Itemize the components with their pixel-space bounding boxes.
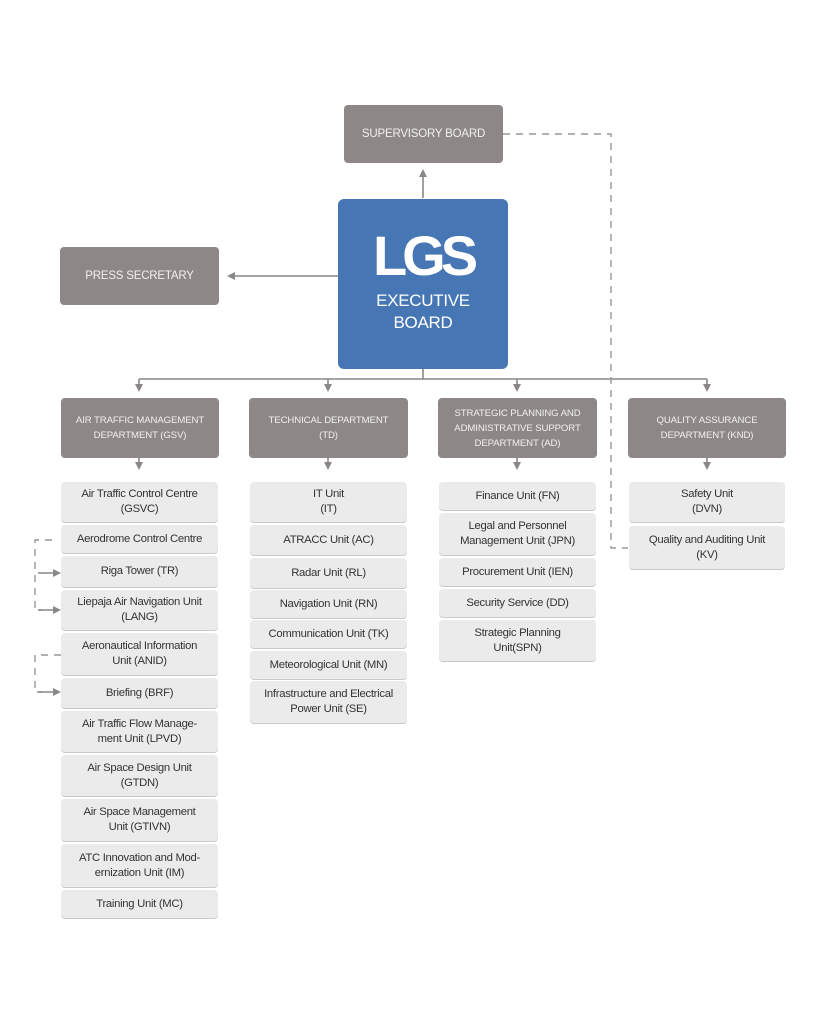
unit-riga-tower[interactable]: Riga Tower (TR) xyxy=(61,556,218,587)
unit-communication[interactable]: Communication Unit (TK) xyxy=(250,620,407,648)
unit-label: Air Space Design Unit (GTDN) xyxy=(87,761,192,789)
press-secretary-label: PRESS SECRETARY xyxy=(85,270,194,282)
unit-label: Safety Unit (DVN) xyxy=(681,488,733,515)
unit-label: Aeronautical Information Unit (ANID) xyxy=(81,640,198,667)
unit-label: Procurement Unit (IEN) xyxy=(462,565,573,578)
unit-strategic-planning[interactable]: Strategic Planning Unit(SPN) xyxy=(439,620,596,661)
unit-label: Strategic Planning Unit(SPN) xyxy=(474,626,561,654)
unit-label: Briefing (BRF) xyxy=(105,686,174,699)
unit-briefing[interactable]: Briefing (BRF) xyxy=(61,678,218,708)
unit-training[interactable]: Training Unit (MC) xyxy=(61,890,218,918)
unit-label: Legal and Personnel Management Unit (JPN… xyxy=(460,520,575,547)
department-quality-assurance[interactable]: QUALITY ASSURANCE DEPARTMENT (KND) xyxy=(628,398,786,458)
supervisory-board-box[interactable]: SUPERVISORY BOARD xyxy=(344,105,503,163)
unit-label: Finance Unit (FN) xyxy=(475,489,560,502)
unit-lpvd[interactable]: Air Traffic Flow Manage- ment Unit (LPVD… xyxy=(61,711,218,752)
department-atm[interactable]: AIR TRAFFIC MANAGEMENT DEPARTMENT (GSV) xyxy=(61,398,219,458)
unit-meteorological[interactable]: Meteorological Unit (MN) xyxy=(250,651,407,679)
unit-procurement[interactable]: Procurement Unit (IEN) xyxy=(439,558,596,586)
unit-label: Security Service (DD) xyxy=(466,596,569,609)
unit-label: Air Space Management Unit (GTIVN) xyxy=(83,806,196,833)
unit-label: Riga Tower (TR) xyxy=(100,565,179,577)
unit-label: Liepaja Air Navigation Unit (LANG) xyxy=(77,596,202,623)
unit-label: Training Unit (MC) xyxy=(96,897,183,910)
unit-finance[interactable]: Finance Unit (FN) xyxy=(439,482,596,510)
unit-lang[interactable]: Liepaja Air Navigation Unit (LANG) xyxy=(61,590,218,630)
lgs-logo: LGS xyxy=(372,224,478,287)
unit-infrastructure[interactable]: Infrastructure and Electrical Power Unit… xyxy=(250,681,407,723)
unit-label: Quality and Auditing Unit (KV) xyxy=(648,533,766,561)
executive-board-title: EXECUTIVE BOARD xyxy=(376,291,470,332)
department-strategic-planning[interactable]: STRATEGIC PLANNING AND ADMINISTRATIVE SU… xyxy=(438,398,597,458)
unit-label: Radar Unit (RL) xyxy=(291,566,366,579)
dashed-anid-to-briefing xyxy=(34,654,61,693)
department-label: QUALITY ASSURANCE DEPARTMENT (KND) xyxy=(656,415,758,441)
unit-label: Navigation Unit (RN) xyxy=(279,597,378,610)
unit-safety[interactable]: Safety Unit (DVN) xyxy=(629,482,785,522)
department-label: TECHNICAL DEPARTMENT (TD) xyxy=(268,415,389,441)
department-label: STRATEGIC PLANNING AND ADMINISTRATIVE SU… xyxy=(454,407,581,449)
dashed-aerodrome-group xyxy=(34,539,52,611)
unit-security-service[interactable]: Security Service (DD) xyxy=(439,589,596,617)
unit-gtivn[interactable]: Air Space Management Unit (GTIVN) xyxy=(61,799,218,841)
unit-label: Communication Unit (TK) xyxy=(268,627,389,640)
unit-label: Meteorological Unit (MN) xyxy=(269,658,388,671)
press-secretary-box[interactable]: PRESS SECRETARY xyxy=(60,247,219,305)
unit-radar[interactable]: Radar Unit (RL) xyxy=(250,558,407,588)
unit-gsvc[interactable]: Air Traffic Control Centre (GSVC) xyxy=(61,482,218,522)
unit-im[interactable]: ATC Innovation and Mod- ernization Unit … xyxy=(61,844,218,887)
unit-aerodrome-control[interactable]: Aerodrome Control Centre xyxy=(61,525,218,553)
unit-label: IT Unit (IT) xyxy=(313,488,344,515)
department-technical[interactable]: TECHNICAL DEPARTMENT (TD) xyxy=(249,398,408,458)
unit-it[interactable]: IT Unit (IT) xyxy=(250,482,407,522)
unit-gtdn[interactable]: Air Space Design Unit (GTDN) xyxy=(61,755,218,796)
executive-board-box[interactable]: LGS EXECUTIVE BOARD xyxy=(338,199,508,369)
unit-label: Air Traffic Control Centre (GSVC) xyxy=(81,488,198,515)
unit-label: ATC Innovation and Mod- ernization Unit … xyxy=(79,851,200,879)
unit-label: Aerodrome Control Centre xyxy=(76,532,203,545)
unit-navigation[interactable]: Navigation Unit (RN) xyxy=(250,590,407,618)
unit-label: Air Traffic Flow Manage- ment Unit (LPVD… xyxy=(81,717,197,745)
unit-anid[interactable]: Aeronautical Information Unit (ANID) xyxy=(61,633,218,675)
unit-label: Infrastructure and Electrical Power Unit… xyxy=(264,688,393,715)
supervisory-board-label: SUPERVISORY BOARD xyxy=(361,128,486,140)
unit-legal-personnel[interactable]: Legal and Personnel Management Unit (JPN… xyxy=(439,513,596,555)
unit-atracc[interactable]: ATRACC Unit (AC) xyxy=(250,525,407,555)
unit-label: ATRACC Unit (AC) xyxy=(283,533,374,546)
department-label: AIR TRAFFIC MANAGEMENT DEPARTMENT (GSV) xyxy=(75,415,205,441)
unit-quality-auditing[interactable]: Quality and Auditing Unit (KV) xyxy=(629,526,785,569)
